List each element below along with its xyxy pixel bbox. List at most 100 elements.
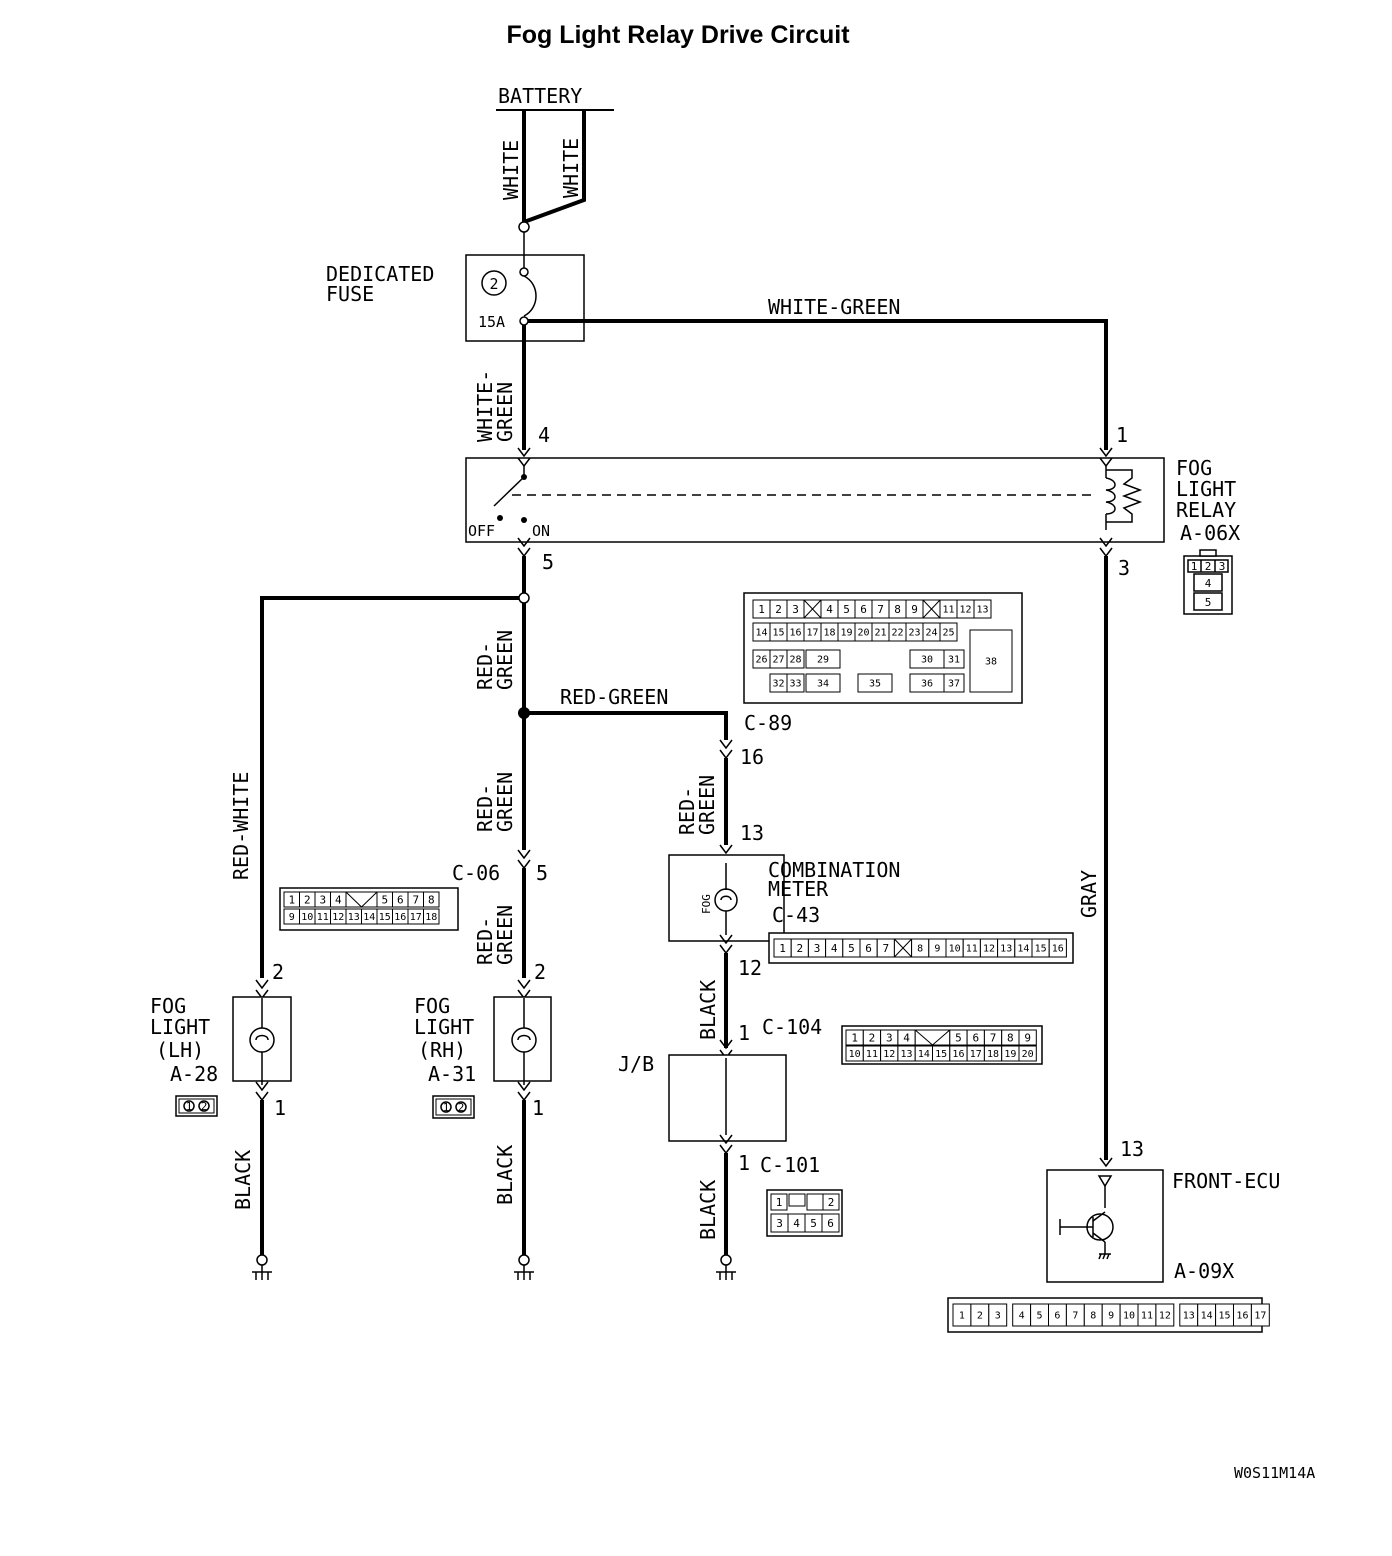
connector-cell: [822, 1193, 840, 1211]
fog-lh-filament: [255, 1034, 269, 1041]
a09x-pin: 13: [1183, 1311, 1195, 1322]
c43-pin: 16: [1052, 944, 1064, 955]
wire-label-red-green-4b: GREEN: [493, 905, 517, 965]
c89-pin: 34: [817, 679, 829, 690]
figure-code: W0S11M14A: [1234, 1464, 1315, 1482]
fog-rh-connector-name: A-31: [428, 1062, 476, 1086]
wire-label-red-green-2b: GREEN: [493, 772, 517, 832]
fog-rh-pin-out: 1: [532, 1096, 544, 1120]
fog-rh-label-1: FOG: [414, 994, 450, 1018]
c43-pin: 7: [882, 942, 889, 955]
c43-pin: 14: [1017, 944, 1029, 955]
relay-conn-pin-2: 2: [1205, 560, 1212, 573]
c43-pin: 2: [796, 942, 803, 955]
wire-label-white-green-b: GREEN: [493, 382, 517, 442]
c06-pin: 5: [381, 893, 388, 906]
c89-pin: 28: [789, 655, 801, 666]
c06-pin: 6: [397, 893, 404, 906]
junction-block-box: [668, 1054, 787, 1142]
c104-pin: 1: [851, 1031, 858, 1044]
fog-rh-connector-face: 1 2: [432, 1095, 475, 1119]
relay-label-1: FOG: [1176, 456, 1212, 480]
ecu-connector-symbol: [1099, 1157, 1113, 1168]
c104-pin: 19: [1004, 1049, 1016, 1060]
c43-pin: 6: [865, 942, 872, 955]
fog-lh-connector-face: 1 2: [175, 1095, 218, 1117]
a09x-pin: 16: [1236, 1311, 1248, 1322]
a09x-pin: 5: [1037, 1311, 1043, 1322]
connector-cell: [939, 622, 958, 642]
c89-pin: 6: [860, 603, 867, 616]
c06-pin: 4: [335, 893, 342, 906]
connector-cross-cell: [894, 938, 912, 958]
meter-connector-name: C-43: [772, 903, 820, 927]
c104-pin: 20: [1022, 1049, 1034, 1060]
meter-label-2: METER: [768, 877, 829, 901]
connector-blank-cell: [914, 1029, 951, 1046]
c89-pin: 3: [792, 603, 799, 616]
fuse-rating: 15A: [478, 313, 505, 331]
relay-conn-pin-5: 5: [1205, 596, 1212, 609]
wire-label-red-green-1a: RED-: [473, 642, 497, 690]
c43-pin: 9: [934, 944, 940, 955]
c101-pin: 2: [828, 1196, 835, 1209]
fog-rh-conn-pin-1: 1: [443, 1101, 450, 1114]
connector-cell: [806, 1193, 824, 1211]
fog-rh-label-2: LIGHT: [414, 1015, 474, 1039]
relay-contact-on: [521, 517, 527, 523]
fog-rh-conn-pin-2: 2: [458, 1101, 465, 1114]
c06-pin: 12: [332, 912, 344, 923]
c89-pin: 16: [740, 745, 764, 769]
c43-pin: 12: [983, 944, 995, 955]
c104-pin: 7: [990, 1031, 997, 1044]
c06-pin: 1: [288, 893, 295, 906]
c06-pin: 17: [410, 912, 422, 923]
wire-label-red-green-3a: RED-: [675, 787, 699, 835]
c06-label: C-06: [452, 861, 500, 885]
relay-off-label: OFF: [468, 522, 495, 540]
relay-pin-3: 3: [1118, 556, 1130, 580]
c101-pin: 3: [776, 1217, 783, 1230]
fog-rh-filament: [517, 1034, 531, 1041]
c101-pin: 1: [776, 1196, 783, 1209]
relay-switch-arm: [493, 476, 525, 507]
c89-pin: 20: [857, 628, 869, 639]
connector-cell: [943, 673, 965, 693]
c104-pin: 10: [849, 1049, 861, 1060]
wire-label-gray: GRAY: [1077, 870, 1101, 918]
c06-pin: 9: [289, 912, 295, 923]
a09x-pin: 7: [1072, 1311, 1078, 1322]
fog-rh-label-3: (RH): [418, 1038, 466, 1062]
fog-lh-conn-pin-1: 1: [186, 1100, 193, 1113]
wire-label-black-rh: BLACK: [493, 1145, 517, 1205]
meter-pin-out: 12: [738, 956, 762, 980]
wire-label-red-green-2a: RED-: [473, 784, 497, 832]
wire-white-green-top: [528, 319, 1108, 450]
c89-pin: 32: [772, 679, 784, 690]
a09x-pin: 2: [977, 1311, 983, 1322]
a09x-pin: 17: [1254, 1311, 1266, 1322]
a09x-pin: 11: [1141, 1311, 1153, 1322]
connector-cell: [423, 908, 440, 925]
fog-rh-pin-in: 2: [534, 960, 546, 984]
c06-pin-in: 5: [536, 861, 548, 885]
c104-pin: 5: [955, 1031, 962, 1044]
ecu-input-arrow-icon: [1097, 1175, 1113, 1188]
relay-pin-4: 4: [538, 423, 550, 447]
c06-pin: 14: [363, 912, 375, 923]
connector-cell: [821, 1213, 840, 1233]
connector-cell: [423, 891, 440, 908]
fog-lh-pin-out: 1: [274, 1096, 286, 1120]
a09x-pin: 1: [959, 1311, 965, 1322]
wire-label-white-2: WHITE: [559, 138, 583, 198]
c89-pin: 12: [959, 605, 971, 616]
relay-pin-5: 5: [542, 550, 554, 574]
fog-lh-pin-in: 2: [272, 960, 284, 984]
c06-pin: 18: [425, 912, 437, 923]
c89-pin: 26: [755, 655, 767, 666]
c104-pin: 3: [886, 1031, 893, 1044]
ecu-transistor-icon: [1059, 1211, 1114, 1260]
fog-lh-label-3: (LH): [156, 1038, 204, 1062]
